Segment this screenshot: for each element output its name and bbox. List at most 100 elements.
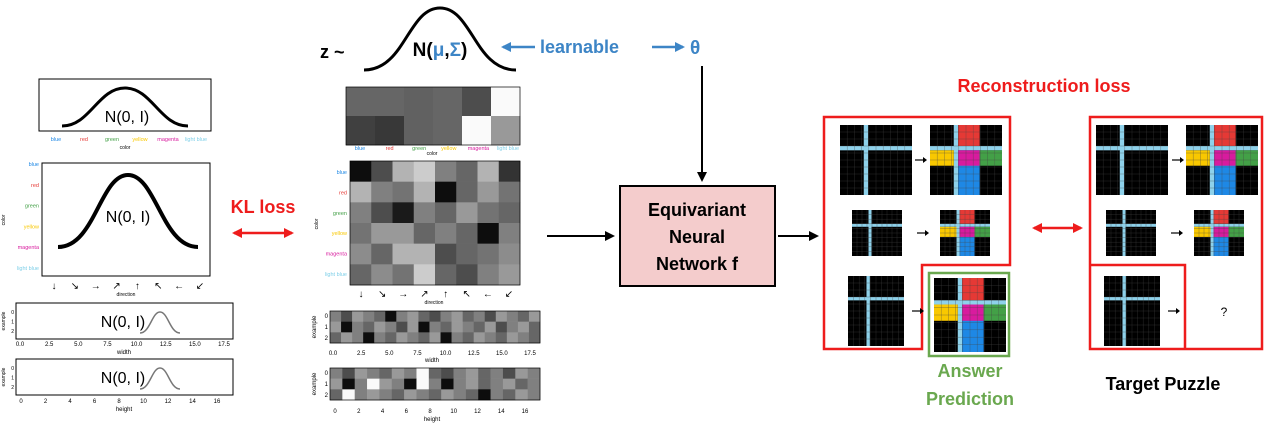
target-example-2-output-fill	[1213, 226, 1229, 237]
latent-width-cell	[352, 332, 364, 344]
latent-width-x-tick: 17.5	[524, 351, 536, 357]
latent-width-cell	[385, 311, 397, 322]
latent-width-cell	[528, 321, 541, 333]
latent-width-cell	[330, 321, 342, 333]
latent-color-cell	[491, 87, 521, 117]
target-puzzle-label: Target Puzzle	[1106, 374, 1221, 394]
predicted-test-output-fill	[962, 304, 984, 321]
latent-direction-cell	[456, 243, 478, 265]
latent-height-x-tick: 0	[333, 409, 337, 415]
prior-width-x-tick: 15.0	[189, 342, 201, 348]
prior-height-x-axis-label: height	[116, 407, 133, 413]
prior-direction-y-tick: yellow	[24, 224, 39, 230]
latent-width-cell	[429, 332, 441, 344]
prior-width-x-tick: 2.5	[45, 342, 54, 348]
latent-width-y-axis-label: example	[312, 315, 318, 338]
latent-width-cell	[451, 332, 463, 344]
prior-direction-y-tick: blue	[29, 162, 39, 168]
latent-width-cell	[385, 332, 397, 344]
target-puzzle-panel: ?	[1088, 115, 1264, 351]
prior-height-label: N(0, I)	[101, 370, 145, 387]
prior-height-x-tick: 2	[44, 399, 48, 405]
prior-height-x-tick: 4	[68, 399, 72, 405]
latent-height-cell	[391, 368, 405, 379]
latent-width-cell	[451, 311, 463, 322]
prior-height-x-tick: 12	[165, 399, 172, 405]
latent-color-cell	[346, 87, 376, 117]
latent-height-cell	[465, 389, 479, 401]
latent-color-cell	[491, 116, 521, 146]
latent-height-cell	[465, 368, 479, 379]
latent-direction-cell	[371, 243, 393, 265]
latent-direction-cell	[371, 264, 393, 286]
latent-color-cell	[346, 116, 376, 146]
target-example-1-output-fill	[1235, 150, 1258, 166]
latent-direction-cell	[392, 202, 415, 224]
latent-height-cell	[428, 389, 442, 401]
prior-width-curve	[139, 311, 181, 334]
answer-prediction-line-2: Prediction	[926, 389, 1014, 409]
prior-width-x-tick: 7.5	[103, 342, 112, 348]
latent-direction-cell	[456, 223, 478, 244]
latent-width-cell	[473, 311, 486, 322]
prior-color-label: N(0, I)	[105, 109, 149, 126]
latent-width-x-tick: 5.0	[385, 351, 394, 357]
latent-width-cell	[341, 332, 353, 344]
latent-height-cell	[453, 368, 467, 379]
theta-label: θ	[690, 38, 700, 59]
latent-direction-cell	[498, 161, 521, 182]
latent-height-cell	[404, 378, 417, 390]
latent-width-cell	[462, 332, 474, 344]
latent-height-cell	[490, 378, 504, 390]
latent-height-x-tick: 10	[450, 409, 457, 415]
prior-direction-curve	[57, 172, 199, 249]
latent-height-x-axis-label: height	[424, 417, 441, 423]
target-example-2-output-fill	[1213, 210, 1229, 224]
latent-height-cell	[428, 368, 442, 379]
prior-width-label: N(0, I)	[101, 314, 145, 331]
prior-width-y-tick: 1	[11, 320, 14, 326]
latent-width-cell	[407, 311, 419, 322]
latent-width-cell	[418, 321, 430, 333]
prior-color-x-tick: light blue	[185, 137, 207, 143]
target-panel-outline	[1088, 115, 1264, 351]
latent-direction-cell	[498, 202, 521, 224]
predicted-example-1-output-fill	[979, 150, 1002, 166]
latent-direction-x-arrow: ↑	[443, 289, 448, 300]
latent-direction-cell	[456, 161, 478, 182]
latent-direction-y-tick: green	[333, 211, 347, 217]
z-prefix: z ~	[320, 42, 345, 62]
target-test-arrow-head	[1176, 308, 1180, 314]
latent-width-cell	[451, 321, 463, 333]
latent-width-cell	[418, 332, 430, 344]
latent-height-cell	[330, 368, 343, 379]
latent-direction-cell	[456, 202, 478, 224]
latent-direction-cell	[498, 264, 521, 286]
latent-width-y-tick: 1	[325, 325, 329, 331]
latent-direction-x-arrow: ←	[483, 289, 493, 300]
latent-direction-cell	[392, 243, 415, 265]
latent-width-cell	[407, 321, 419, 333]
latent-height-cell	[502, 389, 516, 401]
latent-width-cell	[528, 311, 541, 322]
latent-direction-cell	[413, 264, 436, 286]
latent-height-y-tick: 2	[325, 393, 329, 399]
latent-height-cell	[453, 378, 467, 390]
latent-width-cell	[363, 321, 375, 333]
predicted-test-output-fill	[983, 304, 1006, 321]
latent-height-cell	[342, 368, 356, 379]
latent-direction-y-tick: blue	[337, 170, 347, 176]
latent-height-cell	[527, 389, 541, 401]
latent-direction-x-arrow: ↙	[505, 289, 513, 300]
prior-direction-x-axis-label: direction	[117, 292, 136, 298]
prior-direction-y-tick: light blue	[17, 266, 39, 272]
latent-direction-y-tick: red	[339, 190, 347, 196]
prior-height-x-tick: 16	[214, 399, 221, 405]
target-example-1-output-fill	[1186, 150, 1210, 166]
